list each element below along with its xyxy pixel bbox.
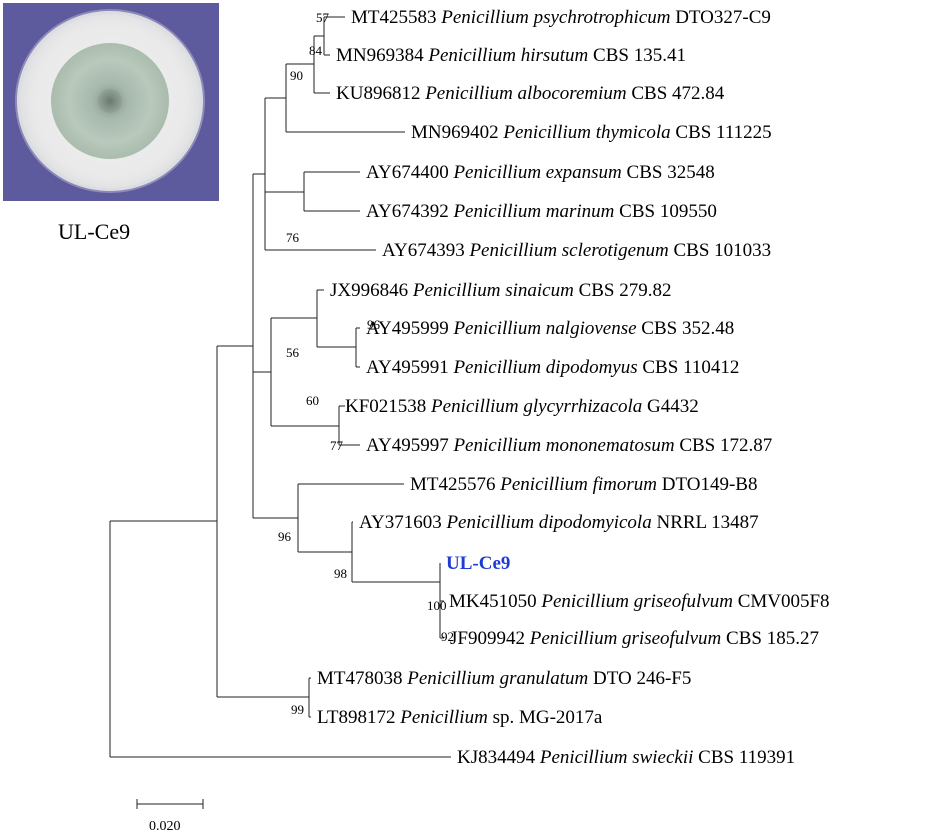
species-name: Penicillium fimorum (499, 474, 657, 495)
leaf-label: AY495991 Penicillium dipodomyus CBS 1104… (366, 357, 739, 378)
species-name: Penicillium glycyrrhizacola (430, 396, 642, 417)
leaf-label: AY674392 Penicillium marinum CBS 109550 (366, 201, 717, 222)
species-name: Penicillium sclerotigenum (468, 240, 668, 261)
strain-id: CBS 110412 (638, 357, 740, 378)
colony-center (98, 89, 122, 113)
accession-number: KF021538 (345, 396, 431, 417)
accession-number: AY674392 (366, 201, 453, 222)
leaf-label: AY495997 Penicillium mononematosum CBS 1… (366, 435, 772, 456)
species-name: Penicillium dipodomyus (452, 357, 637, 378)
bootstrap-value: 60 (306, 393, 319, 408)
strain-id: CBS 119391 (693, 747, 795, 768)
accession-number: AY495999 (366, 318, 453, 339)
accession-number: MT478038 (317, 668, 407, 689)
strain-id: CBS 135.41 (588, 45, 686, 66)
bootstrap-value: 56 (286, 345, 300, 360)
leaf-label: LT898172 Penicillium sp. MG-2017a (317, 707, 603, 728)
accession-number: LT898172 (317, 707, 400, 728)
leaf-label: MK451050 Penicillium griseofulvum CMV005… (449, 591, 830, 612)
bootstrap-value: 77 (330, 438, 344, 453)
species-name: Penicillium swieckii (539, 747, 694, 768)
strain-id: CBS 111225 (671, 122, 772, 143)
bootstrap-value: 99 (291, 702, 304, 717)
accession-number: AY371603 (359, 512, 446, 533)
leaf-label: MN969402 Penicillium thymicola CBS 11122… (411, 122, 772, 143)
leaf-label: MT478038 Penicillium granulatum DTO 246-… (317, 668, 691, 689)
leaf-label: AY674393 Penicillium sclerotigenum CBS 1… (382, 240, 771, 261)
strain-id: DTO 246-F5 (588, 668, 691, 689)
leaf-label: AY495999 Penicillium nalgiovense CBS 352… (366, 318, 734, 339)
accession-number: AY674400 (366, 162, 453, 183)
accession-number: KJ834494 (457, 747, 540, 768)
species-name: Penicillium mononematosum (452, 435, 674, 456)
species-name: Penicillium granulatum (406, 668, 588, 689)
strain-id: CBS 279.82 (574, 280, 672, 301)
strain-id: CBS 352.48 (637, 318, 735, 339)
strain-id: NRRL 13487 (652, 512, 759, 533)
leaf-label: MT425576 Penicillium fimorum DTO149-B8 (410, 474, 757, 495)
leaf-label: AY371603 Penicillium dipodomyicola NRRL … (359, 512, 759, 533)
accession-number: JX996846 (330, 280, 413, 301)
bootstrap-value: 57 (316, 10, 330, 25)
accession-number: MN969402 (411, 122, 503, 143)
bootstrap-value: 84 (309, 43, 323, 58)
bootstrap-value: 90 (290, 68, 303, 83)
leaf-label: MT425583 Penicillium psychrotrophicum DT… (351, 7, 771, 28)
accession-number: MK451050 (449, 591, 541, 612)
leaf-label: AY674400 Penicillium expansum CBS 32548 (366, 162, 715, 183)
leaf-label: JX996846 Penicillium sinaicum CBS 279.82 (330, 280, 672, 301)
strain-id: CBS 109550 (614, 201, 716, 222)
photo-caption: UL-Ce9 (58, 219, 131, 244)
strain-id: sp. MG-2017a (488, 707, 603, 728)
strain-id: DTO149-B8 (657, 474, 757, 495)
scale-bar: 0.020 (136, 799, 204, 834)
strain-id: CBS 32548 (622, 162, 715, 183)
leaf-label: KU896812 Penicillium albocoremium CBS 47… (336, 83, 725, 104)
accession-number: JF909942 (450, 628, 530, 649)
strain-id: CBS 101033 (669, 240, 771, 261)
bootstrap-value: 96 (367, 317, 381, 332)
bootstrap-value: 98 (334, 566, 347, 581)
strain-id: DTO327-C9 (670, 7, 770, 28)
bootstrap-value: 96 (278, 529, 292, 544)
bootstrap-value: 76 (286, 230, 300, 245)
petri-dish-photo (3, 3, 219, 201)
strain-id: CBS 472.84 (627, 83, 725, 104)
bootstrap-value: 100 (427, 598, 447, 613)
accession-number: AY674393 (382, 240, 469, 261)
strain-id: CBS 172.87 (675, 435, 773, 456)
accession-number: AY495997 (366, 435, 453, 456)
species-name: Penicillium griseofulvum (529, 628, 722, 649)
leaf-label: KF021538 Penicillium glycyrrhizacola G44… (345, 396, 699, 417)
leaf-label: JF909942 Penicillium griseofulvum CBS 18… (450, 628, 819, 649)
species-name: Penicillium psychrotrophicum (440, 7, 670, 28)
species-name: Penicillium thymicola (502, 122, 670, 143)
strain-id: G4432 (642, 396, 698, 417)
scale-bar-label: 0.020 (149, 819, 181, 834)
species-name: Penicillium hirsutum (427, 45, 588, 66)
species-name: Penicillium (399, 707, 488, 728)
accession-number: MN969384 (336, 45, 428, 66)
species-name: Penicillium albocoremium (424, 83, 626, 104)
bootstrap-value: 92 (441, 629, 454, 644)
accession-number: AY495991 (366, 357, 453, 378)
species-name: Penicillium dipodomyicola (445, 512, 651, 533)
accession-number: MT425576 (410, 474, 500, 495)
species-name: Penicillium nalgiovense (452, 318, 636, 339)
strain-id: CBS 185.27 (721, 628, 819, 649)
accession-number: MT425583 (351, 7, 441, 28)
species-name: Penicillium expansum (452, 162, 621, 183)
species-name: Penicillium marinum (452, 201, 614, 222)
leaf-label: KJ834494 Penicillium swieckii CBS 119391 (457, 747, 795, 768)
species-name: Penicillium sinaicum (412, 280, 574, 301)
strain-id: CMV005F8 (733, 591, 830, 612)
leaf-label-query-isolate: UL-Ce9 (446, 553, 510, 574)
leaf-label: MN969384 Penicillium hirsutum CBS 135.41 (336, 45, 686, 66)
species-name: Penicillium griseofulvum (540, 591, 733, 612)
accession-number: KU896812 (336, 83, 425, 104)
